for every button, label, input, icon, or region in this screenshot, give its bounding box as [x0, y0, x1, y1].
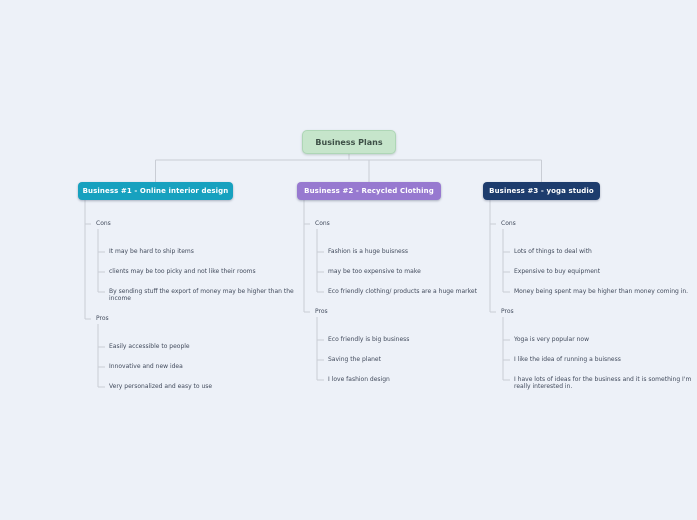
branch-node-business-2-recycled-clothing[interactable]: Business #2 - Recycled Clothing	[297, 182, 441, 200]
item-node[interactable]: Easily accessible to people	[109, 343, 190, 350]
item-node[interactable]: Expensive to buy equipment	[514, 268, 601, 275]
section-node-cons-branch-1[interactable]: Cons	[96, 220, 111, 227]
item-node[interactable]: Eco friendly is big business	[328, 336, 410, 343]
root-node-business-plans[interactable]: Business Plans	[302, 130, 396, 154]
section-node-pros-branch-3[interactable]: Pros	[501, 308, 514, 315]
section-node-pros-branch-2[interactable]: Pros	[315, 308, 328, 315]
item-node[interactable]: I have lots of ideas for the business an…	[514, 376, 692, 390]
item-node[interactable]: Fashion is a huge buisness	[328, 248, 409, 255]
item-node[interactable]: may be too expensive to make	[328, 268, 421, 275]
section-node-cons-branch-3[interactable]: Cons	[501, 220, 516, 227]
item-node[interactable]: It may be hard to ship items	[109, 248, 194, 255]
item-node[interactable]: Money being spent may be higher than mon…	[514, 288, 689, 295]
branch-node-business-3-yoga-studio[interactable]: Business #3 - yoga studio	[483, 182, 600, 200]
item-node[interactable]: Eco friendly clothing/ products are a hu…	[328, 288, 477, 295]
item-node[interactable]: Saving the planet	[328, 356, 381, 363]
item-node[interactable]: Innovative and new idea	[109, 363, 183, 370]
item-node[interactable]: I love fashion design	[328, 376, 390, 383]
branch-node-business-1-online-interior-design[interactable]: Business #1 - Online interior design	[78, 182, 233, 200]
item-node[interactable]: By sending stuff the export of money may…	[109, 288, 294, 302]
section-node-cons-branch-2[interactable]: Cons	[315, 220, 330, 227]
item-node[interactable]: Yoga is very popular now	[514, 336, 589, 343]
item-node[interactable]: Lots of things to deal with	[514, 248, 592, 255]
item-node[interactable]: I like the idea of running a buisness	[514, 356, 621, 363]
item-node[interactable]: clients may be too picky and not like th…	[109, 268, 256, 275]
item-node[interactable]: Very personalized and easy to use	[109, 383, 213, 390]
section-node-pros-branch-1[interactable]: Pros	[96, 315, 109, 322]
